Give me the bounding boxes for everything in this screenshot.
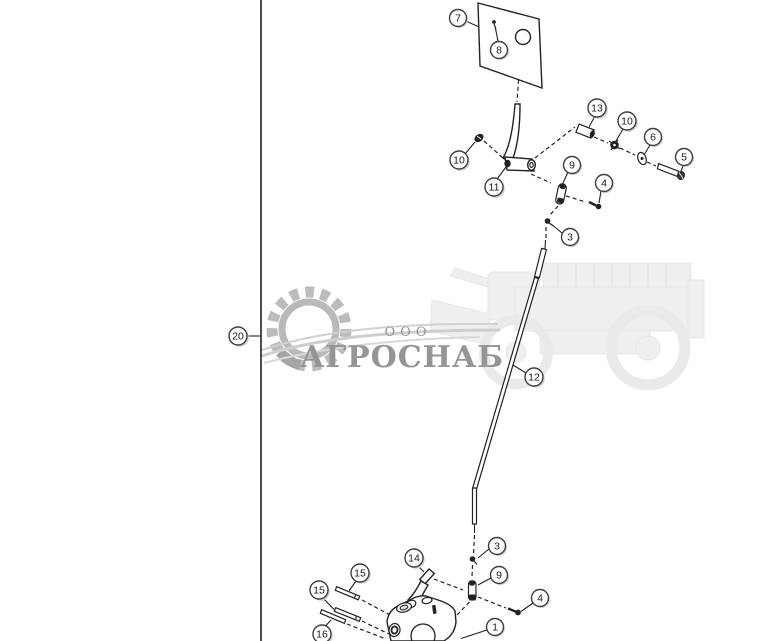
callout-4-upper[interactable]: 4 <box>594 173 615 194</box>
upper-pin <box>588 200 602 210</box>
callout-8[interactable]: 8 <box>489 40 510 61</box>
valve-assembly-group <box>386 565 488 641</box>
lower-link <box>467 580 477 601</box>
callout-11[interactable]: 11 <box>484 177 505 198</box>
callout-20[interactable]: 20 <box>228 326 249 347</box>
pivot-bolt <box>504 159 511 168</box>
lock-nut <box>608 139 621 151</box>
roll-pin-lower <box>319 608 347 625</box>
gear-logo-icon <box>266 286 352 372</box>
set-screw <box>492 20 496 24</box>
svg-text:4: 4 <box>601 178 607 190</box>
callout-10-left[interactable]: 10 <box>449 150 470 171</box>
svg-text:13: 13 <box>591 103 603 115</box>
svg-text:11: 11 <box>489 182 500 194</box>
lever-hub-bore <box>527 159 537 171</box>
spacer-bushing <box>575 123 595 139</box>
svg-text:3: 3 <box>494 541 500 553</box>
svg-text:10: 10 <box>621 116 633 128</box>
knob-panel-plate <box>477 2 543 90</box>
upper-link <box>555 183 567 205</box>
hand-lever <box>502 103 521 165</box>
roll-pin-middle <box>333 606 362 623</box>
valve-body <box>386 595 457 641</box>
callout-14[interactable]: 14 <box>404 548 425 569</box>
svg-text:16: 16 <box>316 629 328 641</box>
svg-text:6: 6 <box>650 132 656 144</box>
svg-text:1: 1 <box>492 622 498 634</box>
knob-panel-group <box>465 2 543 90</box>
watermark-company-prefix: ООО <box>385 325 432 340</box>
callout-5[interactable]: 5 <box>674 147 695 168</box>
tractor-watermark-image <box>429 262 705 391</box>
svg-text:12: 12 <box>528 372 540 384</box>
lower-screw <box>469 556 478 565</box>
lower-pin <box>507 607 521 616</box>
washer <box>637 151 647 166</box>
callout-6[interactable]: 6 <box>643 127 664 148</box>
svg-text:9: 9 <box>496 570 502 582</box>
knob-ball <box>514 28 532 46</box>
callout-15-upper[interactable]: 15 <box>350 563 371 584</box>
svg-text:5: 5 <box>681 152 687 164</box>
callout-15-lower[interactable]: 15 <box>309 580 330 601</box>
svg-text:20: 20 <box>232 331 244 343</box>
callout-9-lower[interactable]: 9 <box>489 565 510 586</box>
rod-sleeve <box>533 247 548 279</box>
bolt <box>656 162 685 180</box>
callout-12[interactable]: 12 <box>524 367 545 388</box>
callout-3-upper[interactable]: 3 <box>560 227 581 248</box>
svg-text:10: 10 <box>453 155 465 167</box>
watermark: ООО АГРОСНАБ <box>261 262 705 391</box>
callout-3-lower[interactable]: 3 <box>487 536 508 557</box>
svg-text:15: 15 <box>354 568 366 580</box>
control-rod-group <box>471 239 548 533</box>
svg-text:9: 9 <box>569 160 575 172</box>
roll-pin-upper <box>334 585 361 601</box>
watermark-company-name: АГРОСНАБ <box>300 340 504 375</box>
svg-text:14: 14 <box>408 553 420 565</box>
callout-16[interactable]: 16 <box>312 624 333 641</box>
upper-link-group <box>544 171 602 234</box>
callout-9-upper[interactable]: 9 <box>562 155 583 176</box>
svg-text:4: 4 <box>537 593 543 605</box>
lower-link-group <box>467 548 534 616</box>
callout-4-lower[interactable]: 4 <box>530 588 551 609</box>
swoosh-lines <box>261 322 501 364</box>
hand-lever-group <box>464 103 537 180</box>
callout-10-right[interactable]: 10 <box>617 111 638 132</box>
svg-text:3: 3 <box>567 232 573 244</box>
svg-text:15: 15 <box>313 585 325 597</box>
roll-pins-group <box>319 580 362 627</box>
callout-1[interactable]: 1 <box>485 617 506 638</box>
bolt-chain-group <box>575 115 685 180</box>
svg-text:8: 8 <box>496 45 502 57</box>
callout-7[interactable]: 7 <box>448 8 469 29</box>
callout-13[interactable]: 13 <box>587 98 608 119</box>
svg-text:7: 7 <box>455 13 461 25</box>
